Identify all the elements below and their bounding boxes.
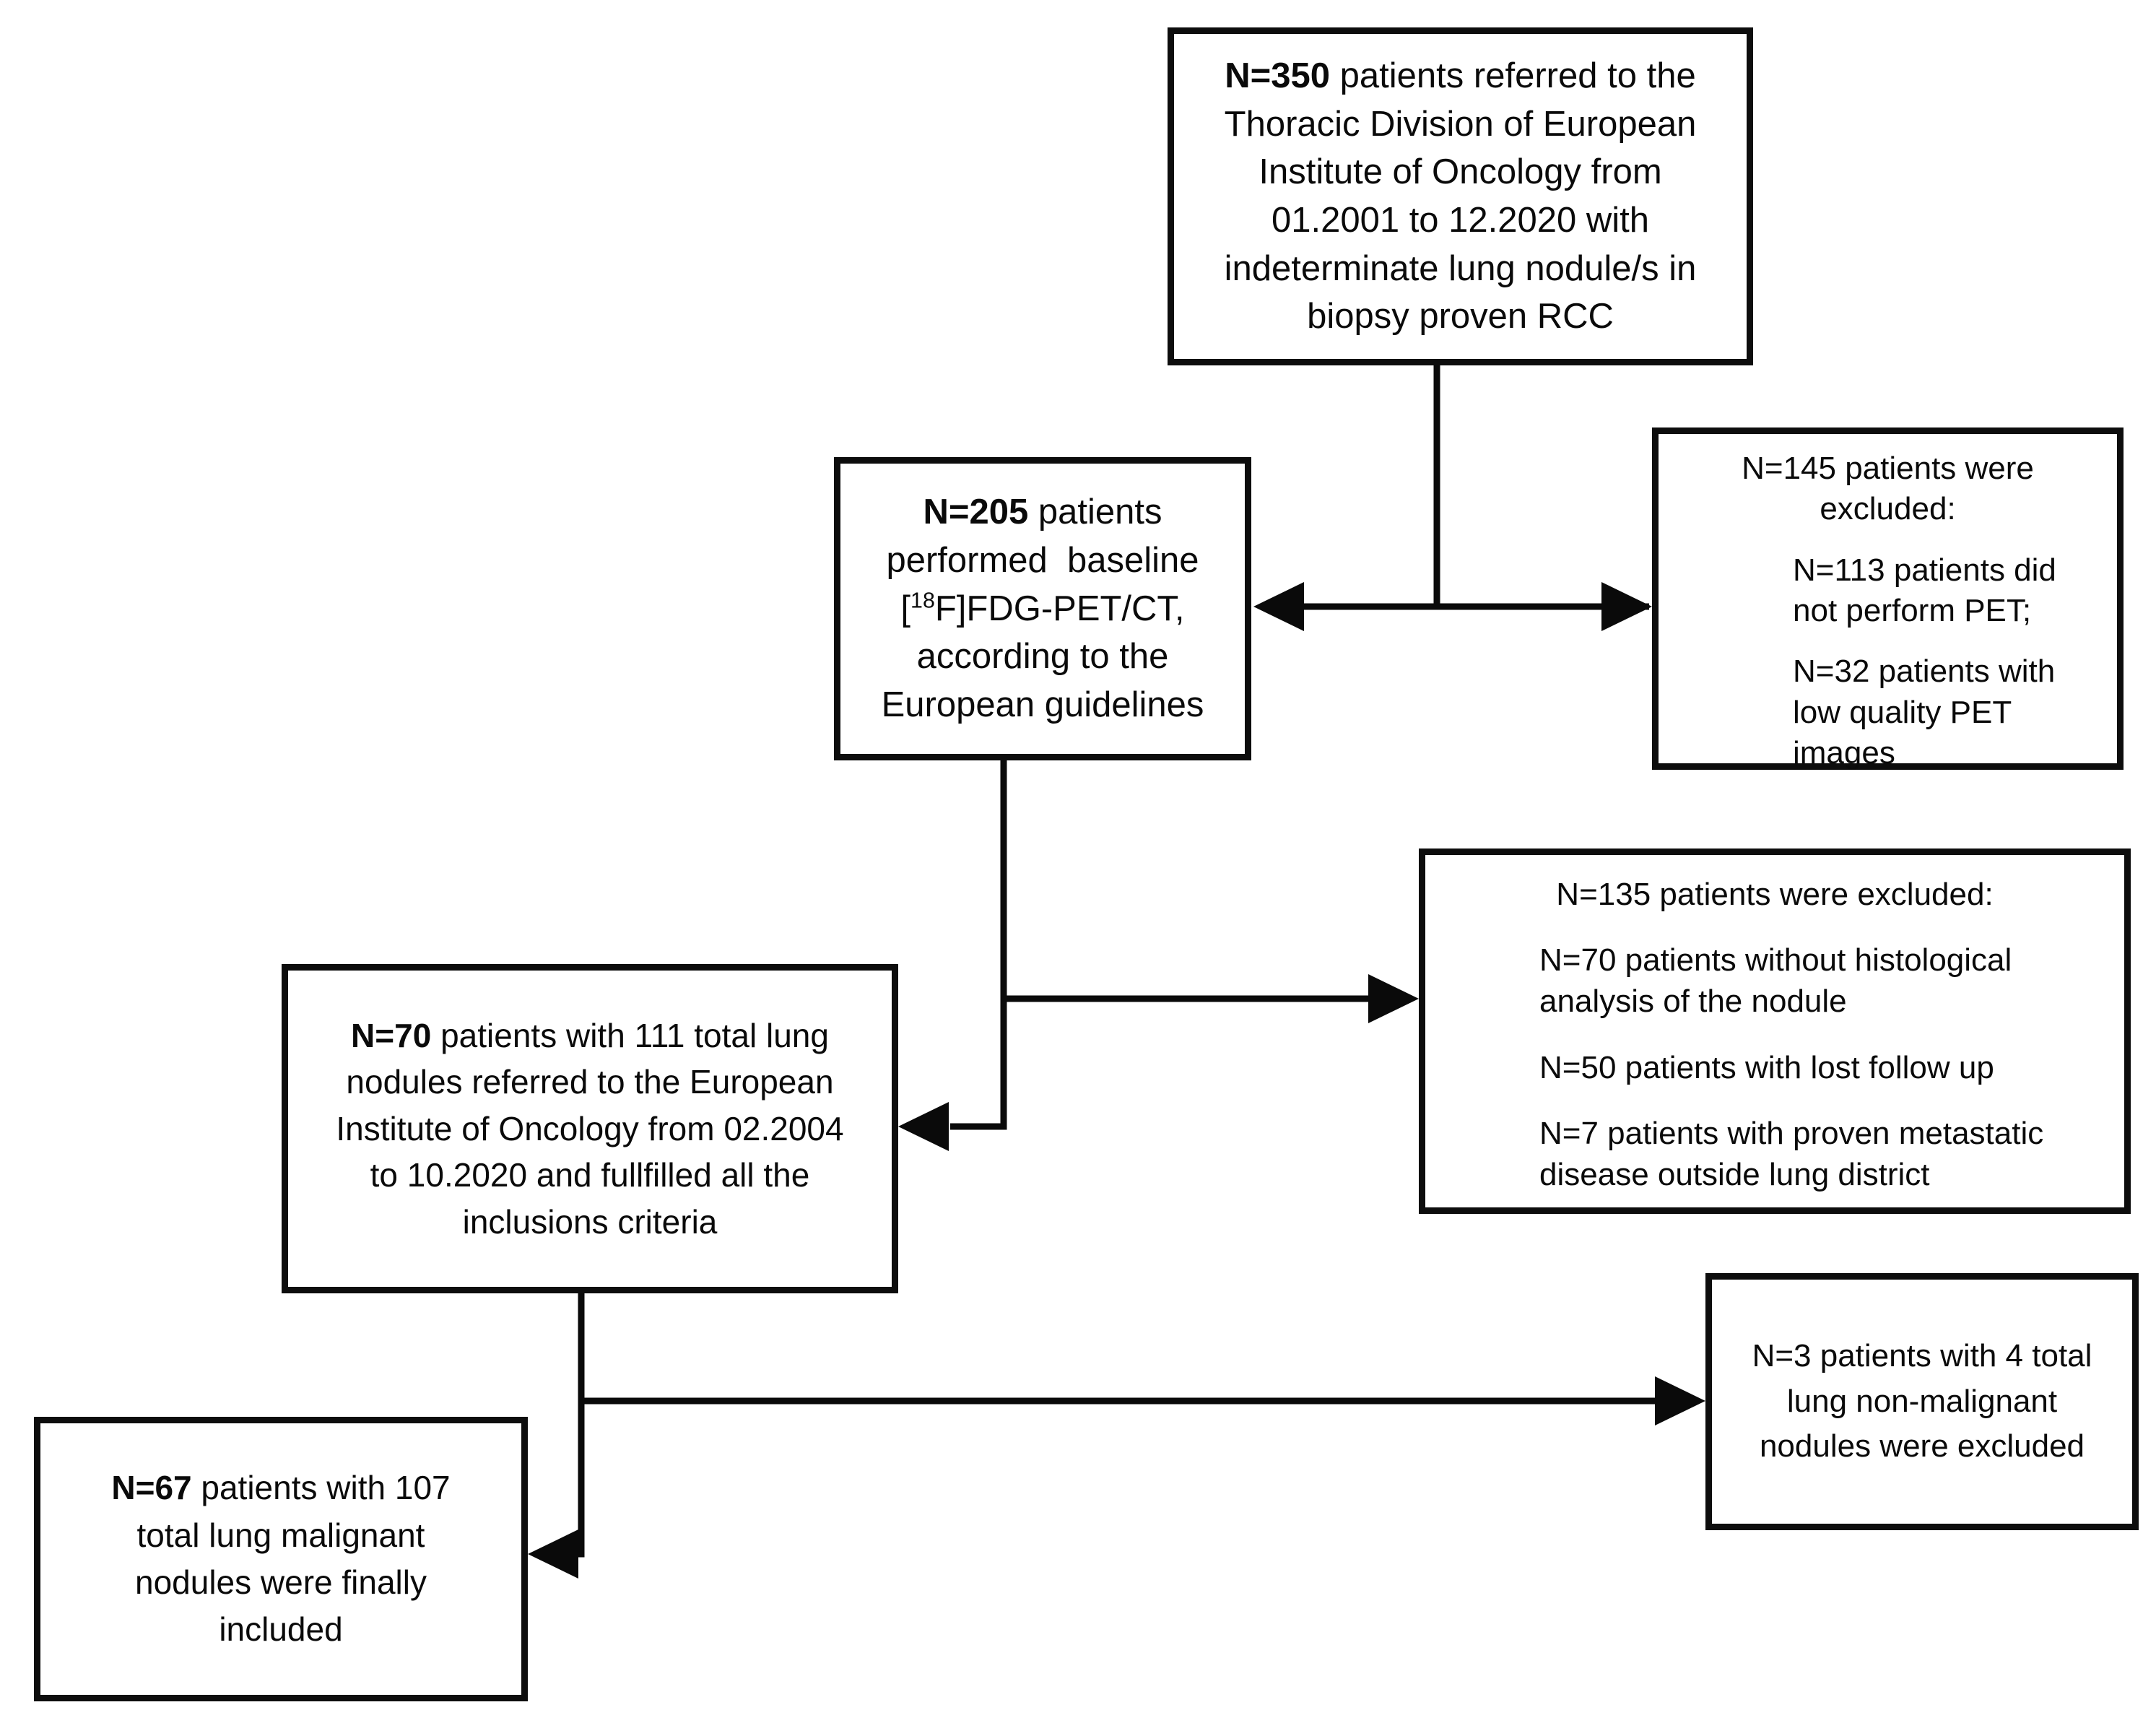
- text-line: nodules were excluded: [1759, 1428, 2085, 1464]
- excluded135-header: N=135 patients were excluded:: [1438, 874, 2111, 915]
- excluded135-item: N=70 patients without histological analys…: [1539, 939, 2111, 1022]
- box-n135-excluded: N=135 patients were excluded: N=70 patie…: [1419, 849, 2131, 1214]
- excluded135-item: N=50 patients with lost follow up: [1539, 1047, 2111, 1088]
- arrowhead-into-excluded145-box: [1601, 582, 1652, 631]
- text-line: to 10.2020 and fullfilled all the: [370, 1156, 810, 1194]
- text-line: N=67 patients with 107: [111, 1469, 451, 1507]
- text-line: biopsy proven RCC: [1307, 297, 1614, 337]
- arrowhead-into-included70-box: [898, 1102, 949, 1151]
- text-line: images: [1793, 734, 1895, 771]
- text-line: analysis of the nodule: [1539, 984, 1847, 1020]
- text-line: indeterminate lung nodule/s in: [1224, 248, 1697, 288]
- text-line: N=135 patients were excluded:: [1556, 877, 1994, 912]
- box-n70-included: N=70 patients with 111 total lung nodules…: [282, 964, 898, 1293]
- text-line: N=7 patients with proven metastatic: [1539, 1115, 2044, 1151]
- text-line: according to the: [916, 637, 1169, 677]
- box-n205-pet-performed: N=205 patients performed baseline [18F]FDG…: [834, 457, 1251, 760]
- text-line: performed baseline: [886, 541, 1199, 581]
- text-line: European guidelines: [881, 685, 1204, 724]
- text-line: N=113 patients did: [1793, 552, 2056, 588]
- text-line: excluded:: [1820, 491, 1956, 527]
- flow-line-included70-down: [572, 1291, 585, 1558]
- excluded145-items: N=113 patients did not perform PET; N=32 …: [1793, 530, 2104, 774]
- text-line: N=350 patients referred to the: [1225, 56, 1696, 96]
- text-line: low quality PET: [1793, 694, 2012, 730]
- text-line: [18F]FDG-PET/CT,: [900, 588, 1185, 628]
- arrowhead-into-excluded135-box: [1368, 974, 1419, 1023]
- text-line: N=145 patients were: [1742, 451, 2034, 486]
- arrowhead-into-final67-box: [528, 1529, 578, 1579]
- text-line: included: [219, 1610, 343, 1649]
- text-line: Thoracic Division of European: [1224, 104, 1697, 144]
- text-line: N=70 patients with 111 total lung: [351, 1017, 829, 1055]
- excluded135-item: N=7 patients with proven metastatic disea…: [1539, 1113, 2111, 1195]
- excluded135-items: N=70 patients without histological analys…: [1539, 915, 2111, 1195]
- text-line: N=3 patients with 4 total: [1752, 1338, 2092, 1374]
- text-line: Institute of Oncology from: [1259, 152, 1662, 192]
- text-line: lung non-malignant: [1786, 1383, 2058, 1419]
- text-line: N=70 patients without histological: [1539, 942, 2012, 978]
- box-n67-finally-included: N=67 patients with 107 total lung maligna…: [34, 1417, 528, 1701]
- text-line: nodules were finally: [134, 1563, 427, 1601]
- text-line: N=205 patients: [923, 492, 1162, 532]
- text-line: nodules referred to the European: [346, 1063, 834, 1101]
- text-line: inclusions criteria: [462, 1202, 718, 1241]
- flow-line-pet-down: [950, 760, 1007, 1130]
- text-line: disease outside lung district: [1539, 1156, 1930, 1192]
- text-line: total lung malignant: [136, 1516, 425, 1554]
- text-line: not perform PET;: [1793, 592, 2032, 628]
- excluded145-item: N=113 patients did not perform PET;: [1793, 550, 2104, 632]
- box-n3-nonmalignant-excluded: N=3 patients with 4 total lung non-malign…: [1705, 1273, 2139, 1530]
- excluded145-item: N=32 patients with low quality PET images: [1793, 651, 2104, 773]
- text-line: N=50 patients with lost follow up: [1539, 1049, 1994, 1085]
- box-n145-excluded: N=145 patients were excluded: N=113 patie…: [1652, 428, 2124, 771]
- arrowhead-into-pet-box: [1253, 582, 1304, 631]
- text-line: 01.2001 to 12.2020 with: [1271, 201, 1650, 240]
- text-line: N=32 patients with: [1793, 654, 2056, 690]
- text-line: Institute of Oncology from 02.2004: [336, 1109, 844, 1147]
- excluded145-header: N=145 patients were excluded:: [1672, 448, 2104, 530]
- arrowhead-into-excluded3-box: [1655, 1376, 1705, 1425]
